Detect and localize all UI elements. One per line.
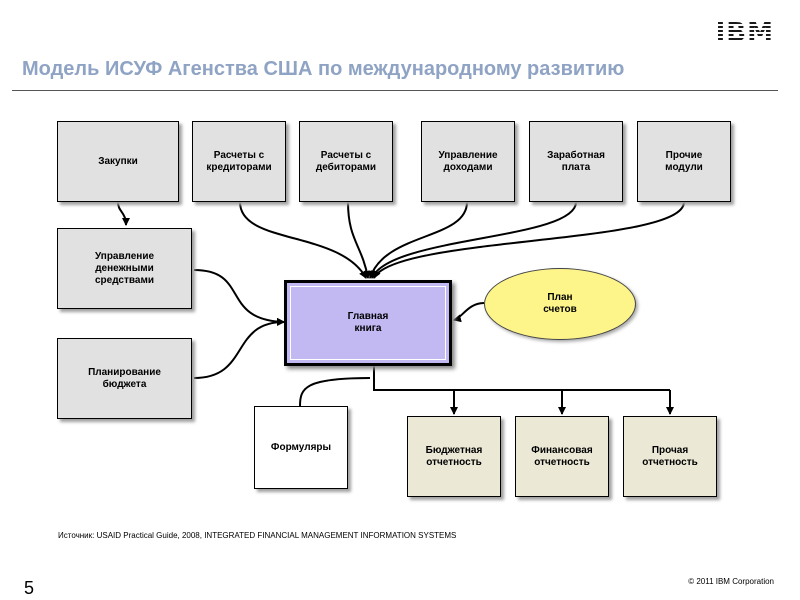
general-ledger-label: Главная книга (347, 311, 389, 334)
connector-revenue-ledger (368, 201, 468, 279)
general-ledger-box: Главная книга (284, 280, 452, 366)
connector-budget-ledger (193, 318, 285, 379)
module-receivables: Расчеты с дебиторами (299, 121, 393, 202)
financial-reporting-label: Финансовая отчетность (531, 444, 593, 468)
module-cash-management: Управление денежными средствами (57, 228, 192, 309)
slide-title: Модель ИСУФ Агенства США по международно… (22, 58, 625, 80)
copyright-notice: © 2011 IBM Corporation (688, 577, 774, 586)
module-budget-planning-label: Планирование бюджета (88, 366, 161, 390)
module-revenue-label: Управление доходами (438, 149, 498, 173)
connector-cash-ledger (193, 269, 285, 326)
module-purchases-label: Закупки (98, 155, 138, 167)
forms-box: Формуляры (254, 406, 348, 489)
chart-of-accounts-label: План счетов (543, 292, 577, 315)
module-payroll: Заработная плата (529, 121, 623, 202)
connector-ledger-down (373, 366, 670, 391)
module-purchases: Закупки (57, 121, 179, 202)
module-cash-management-label: Управление денежными средствами (94, 250, 155, 286)
financial-reporting-box: Финансовая отчетность (515, 416, 609, 497)
general-ledger-inner-frame (290, 286, 446, 360)
connector-other-ledger (373, 201, 685, 279)
module-revenue: Управление доходами (421, 121, 515, 202)
title-divider (12, 90, 778, 91)
connector-payroll-ledger (371, 201, 577, 279)
page-number: 5 (24, 578, 35, 598)
chart-of-accounts-ellipse: План счетов (484, 268, 636, 340)
module-payroll-label: Заработная плата (547, 149, 605, 173)
ibm-logo: IBM (715, 18, 774, 48)
module-other-label: Прочие модули (665, 149, 703, 173)
other-reporting-box: Прочая отчетность (623, 416, 717, 497)
forms-label: Формуляры (270, 441, 332, 453)
connector-purchases-cash (117, 201, 130, 226)
module-receivables-label: Расчеты с дебиторами (315, 149, 377, 173)
module-payables: Расчеты с кредиторами (192, 121, 286, 202)
connector-plan-ledger (453, 302, 485, 323)
module-other: Прочие модули (637, 121, 731, 202)
budget-reporting-label: Бюджетная отчетность (425, 444, 483, 468)
source-note: Источник: USAID Practical Guide, 2008, I… (58, 531, 457, 540)
connector-payables-ledger (239, 201, 367, 279)
connector-receivables-ledger (347, 201, 371, 279)
module-payables-label: Расчеты с кредиторами (206, 149, 272, 173)
connector-forms-ledger (299, 377, 371, 407)
other-reporting-label: Прочая отчетность (642, 444, 698, 468)
budget-reporting-box: Бюджетная отчетность (407, 416, 501, 497)
module-budget-planning: Планирование бюджета (57, 338, 192, 419)
